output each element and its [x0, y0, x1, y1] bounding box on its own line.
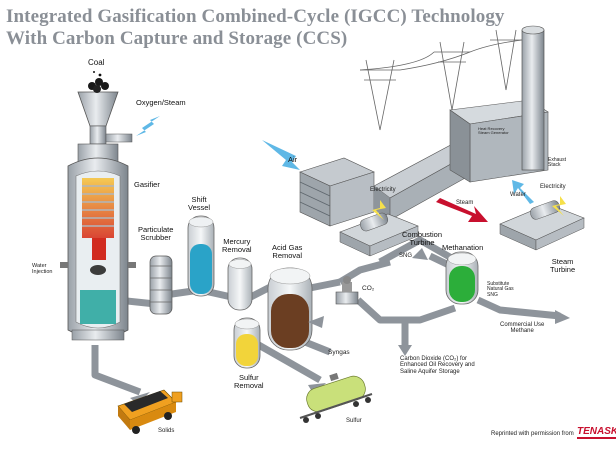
gasifier-vessel	[60, 143, 136, 341]
label-steam: Steam	[456, 200, 474, 206]
solids-truck	[117, 389, 183, 434]
label-sulfur: Sulfur	[346, 418, 362, 424]
exhaust-stack	[521, 25, 545, 171]
label-methanation: Methanation	[442, 243, 484, 252]
label-commercial-use: Commercial Use Methane	[500, 322, 545, 335]
mercury-removal-vessel	[227, 257, 253, 311]
transmission-lines	[359, 29, 523, 131]
combustion-turbine	[339, 200, 419, 257]
label-exhaust-stack: Exhaust Stack	[548, 157, 567, 169]
page-title: Integrated Gasification Combined-Cycle (…	[6, 6, 505, 27]
label-electricity-right: Electricity	[540, 184, 566, 190]
label-coal: Coal	[88, 58, 105, 67]
methanation-vessel	[445, 251, 479, 305]
credit-text: Reprinted with permission from	[491, 431, 574, 437]
oxygen-steam-inlet	[105, 116, 160, 143]
label-acid-gas-removal: Acid Gas Removal	[272, 243, 303, 260]
label-syngas: Syngas	[328, 349, 350, 356]
label-combustion-turbine: Combustion Turbine	[402, 230, 443, 247]
co2-valve	[308, 276, 359, 328]
label-water: Water	[510, 192, 526, 198]
acid-gas-removal-vessel	[267, 267, 313, 351]
label-heat-recovery: Heat Recovery Steam Generator	[478, 126, 509, 136]
label-co2: CO₂	[362, 285, 375, 292]
steam-arrow	[436, 198, 488, 222]
label-water-injection: Water Injection	[32, 263, 53, 275]
label-sng: SNG	[399, 253, 413, 259]
shift-vessel	[187, 215, 215, 297]
label-sulfur-removal: Sulfur Removal	[234, 373, 264, 390]
label-steam-turbine: Steam Turbine	[550, 257, 576, 274]
sulfur-tank-car	[299, 372, 373, 423]
label-particulate-scrubber: Particulate Scrubber	[138, 225, 174, 242]
label-oxygen-steam: Oxygen/Steam	[136, 98, 186, 107]
coal-hopper	[77, 71, 119, 145]
label-gasifier: Gasifier	[134, 180, 160, 189]
page-subtitle: With Carbon Capture and Storage (CCS)	[6, 28, 348, 49]
label-solids: Solids	[158, 428, 175, 434]
label-shift-vessel: Shift Vessel	[188, 195, 211, 212]
label-air: Air	[288, 155, 298, 164]
air-intake	[262, 140, 375, 227]
steam-turbine	[499, 196, 585, 251]
label-mercury-removal: Mercury Removal	[222, 237, 252, 254]
particulate-scrubber	[149, 255, 173, 315]
label-co2-storage: Carbon Dioxide (CO₂) for Enhanced Oil Re…	[400, 356, 475, 375]
water-arrow	[512, 180, 534, 204]
sulfur-removal-vessel	[233, 317, 261, 369]
label-substitute-natural-gas: Substitute Natural Gas SNG	[487, 281, 514, 298]
tenaska-logo: TENASKA	[577, 427, 616, 439]
label-electricity-left: Electricity	[370, 187, 396, 193]
